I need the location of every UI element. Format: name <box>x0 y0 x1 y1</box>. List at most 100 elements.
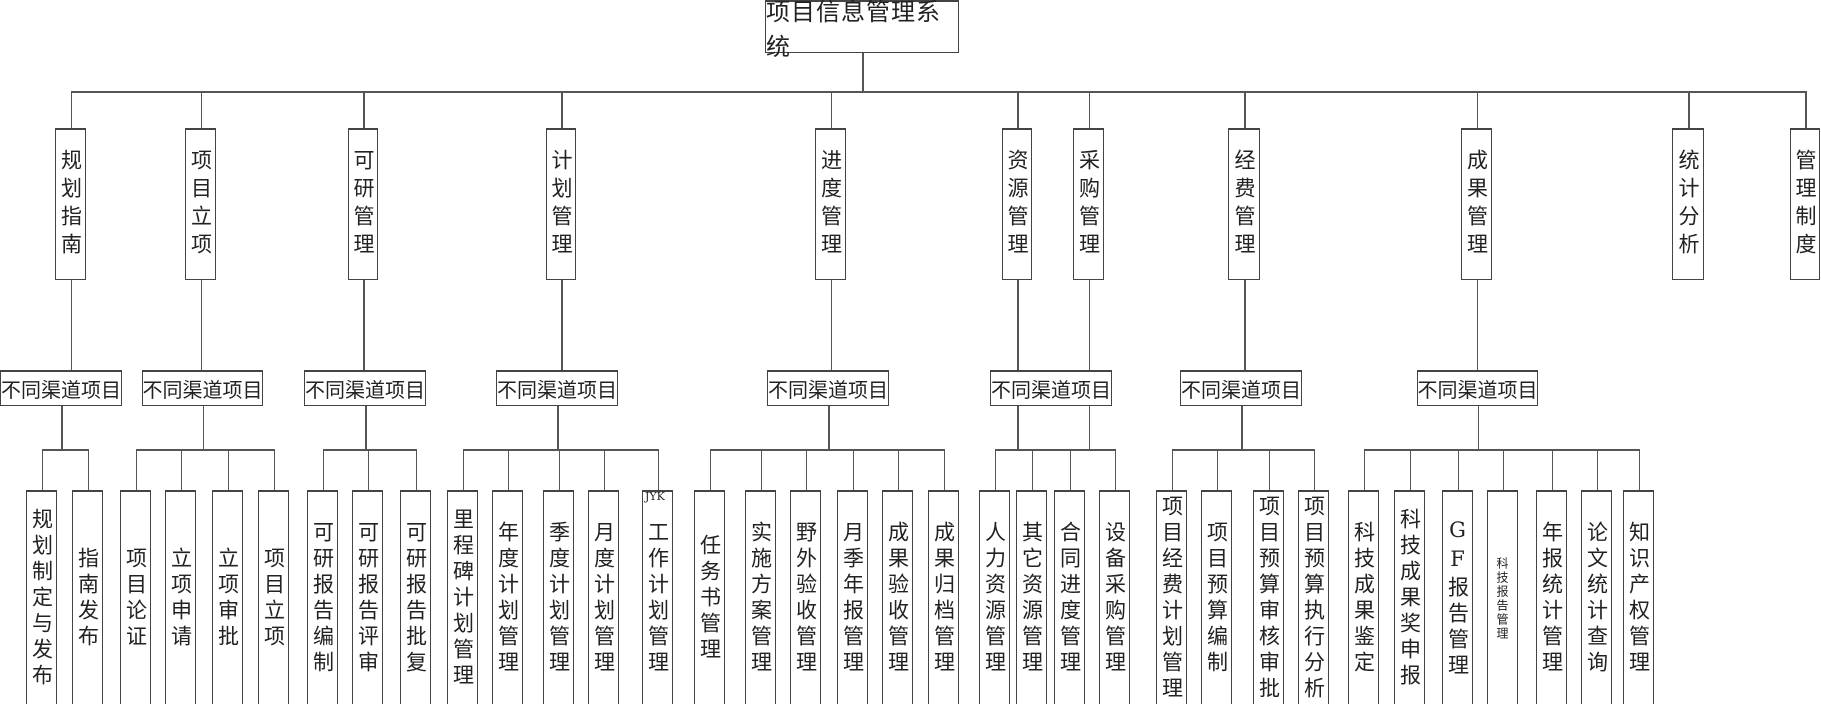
connector-line <box>1017 280 1019 449</box>
connector-line <box>561 280 563 370</box>
function-node[interactable]: 可研报告批复 <box>400 490 431 704</box>
function-node[interactable]: 野外验收管理 <box>790 490 821 704</box>
channel-node[interactable]: 不同渠道项目 <box>1180 370 1302 406</box>
connector-line <box>1216 449 1218 490</box>
function-label-wrap: 立项申请 <box>166 492 195 704</box>
connector-line <box>200 91 202 128</box>
function-node[interactable]: 指南发布 <box>72 490 103 704</box>
connector-line <box>1313 449 1315 490</box>
function-label-wrap: 实施方案管理 <box>746 492 775 704</box>
connector-line <box>1363 449 1365 490</box>
connector-line <box>828 406 830 449</box>
function-label: 论文统计查询 <box>1584 521 1609 677</box>
function-label: GF报告管理 <box>1445 518 1470 680</box>
function-node[interactable]: 项目预算编制 <box>1201 490 1232 704</box>
channel-node[interactable]: 不同渠道项目 <box>990 370 1112 406</box>
connector-line <box>180 449 182 490</box>
function-label-wrap: 年报统计管理 <box>1537 492 1566 704</box>
function-label: 工作计划管理 <box>645 521 670 677</box>
function-node[interactable]: 成果验收管理 <box>882 490 913 704</box>
function-label: 科技成果奖申报 <box>1397 508 1422 690</box>
function-label: 野外验收管理 <box>793 521 818 677</box>
function-label: 任务书管理 <box>697 534 722 664</box>
module-node[interactable]: 项目立项 <box>185 128 216 280</box>
function-node[interactable]: 项目立项 <box>258 490 289 704</box>
connector-line <box>363 91 365 128</box>
function-label-wrap: 项目预算执行分析 <box>1299 492 1328 704</box>
function-label: 成果验收管理 <box>885 521 910 677</box>
connector-line <box>1241 406 1243 449</box>
root-node[interactable]: 项目信息管理系统 <box>765 0 959 61</box>
connector-line <box>365 406 367 449</box>
function-node[interactable]: 科技成果奖申报 <box>1394 490 1425 704</box>
function-node[interactable]: 论文统计查询 <box>1581 490 1612 704</box>
connector-line <box>1031 449 1033 490</box>
function-node[interactable]: 项目经费计划管理 <box>1156 490 1187 704</box>
function-label-wrap: 野外验收管理 <box>791 492 820 704</box>
module-node[interactable]: 计划管理 <box>546 128 576 280</box>
function-label: 项目预算审核审批 <box>1256 495 1281 703</box>
function-node[interactable]: 月季年报管理 <box>837 490 868 704</box>
function-node[interactable]: 月度计划管理 <box>588 490 619 704</box>
module-label: 规划指南 <box>58 148 83 261</box>
module-node[interactable]: 进度管理 <box>815 128 846 280</box>
function-label: 月季年报管理 <box>840 521 865 677</box>
function-node[interactable]: 项目预算执行分析 <box>1298 490 1329 704</box>
function-node[interactable]: 科技报告管理 <box>1487 490 1518 704</box>
channel-node[interactable]: 不同渠道项目 <box>304 370 426 406</box>
channel-node[interactable]: 不同渠道项目 <box>1417 370 1538 406</box>
channel-label: 不同渠道项目 <box>1181 378 1301 402</box>
module-label: 可研管理 <box>351 148 375 261</box>
channel-node[interactable]: 不同渠道项目 <box>0 370 122 406</box>
function-node[interactable]: 成果归档管理 <box>928 490 959 704</box>
channel-node[interactable]: 不同渠道项目 <box>496 370 618 406</box>
module-node[interactable]: 管理制度 <box>1790 128 1820 280</box>
function-node[interactable]: 项目预算审核审批 <box>1253 490 1284 704</box>
module-node[interactable]: 成果管理 <box>1461 128 1492 280</box>
function-label-wrap: 工作计划管理 <box>643 492 672 704</box>
function-node[interactable]: 合同进度管理 <box>1054 490 1085 704</box>
module-node[interactable]: 采购管理 <box>1073 128 1104 280</box>
function-node[interactable]: 知识产权管理 <box>1623 490 1654 704</box>
function-node[interactable]: 科技成果鉴定 <box>1348 490 1379 704</box>
function-node[interactable]: 可研报告评审 <box>352 490 383 704</box>
function-label-wrap: 论文统计查询 <box>1582 492 1611 704</box>
module-node[interactable]: 可研管理 <box>348 128 378 280</box>
function-node[interactable]: 其它资源管理 <box>1016 490 1047 704</box>
channel-label: 不同渠道项目 <box>305 378 425 402</box>
function-label-wrap: 任务书管理 <box>695 492 724 704</box>
function-label-wrap: 科技报告管理 <box>1488 492 1517 704</box>
function-label: 项目预算编制 <box>1204 521 1229 677</box>
function-label-wrap: 季度计划管理 <box>544 492 573 704</box>
module-node[interactable]: 规划指南 <box>55 128 86 280</box>
module-node[interactable]: 统计分析 <box>1672 128 1704 280</box>
connector-line <box>1017 91 1019 128</box>
function-node[interactable]: 立项审批 <box>212 490 243 704</box>
channel-node[interactable]: 不同渠道项目 <box>767 370 889 406</box>
function-node[interactable]: 实施方案管理 <box>745 490 776 704</box>
connector-line <box>1805 91 1807 128</box>
connector-line <box>367 449 369 490</box>
function-node[interactable]: 规划制定与发布 <box>26 490 57 704</box>
function-node[interactable]: 可研报告编制 <box>307 490 338 704</box>
module-node[interactable]: 经费管理 <box>1228 128 1260 280</box>
function-node[interactable]: 年度计划管理 <box>492 490 523 704</box>
function-node[interactable]: 里程碑计划管理 <box>447 490 478 704</box>
function-node[interactable]: 项目论证 <box>120 490 151 704</box>
module-node[interactable]: 资源管理 <box>1002 128 1032 280</box>
connector-line <box>322 449 324 490</box>
module-label: 进度管理 <box>818 148 843 261</box>
connector-line <box>1244 91 1246 128</box>
function-node[interactable]: 季度计划管理 <box>543 490 574 704</box>
connector-line <box>830 91 832 128</box>
function-node[interactable]: 年报统计管理 <box>1536 490 1567 704</box>
function-node[interactable]: GF报告管理 <box>1442 490 1473 704</box>
function-node[interactable]: 设备采购管理 <box>1099 490 1130 704</box>
function-node[interactable]: 立项申请 <box>165 490 196 704</box>
connector-line <box>760 449 762 490</box>
function-node[interactable]: 人力资源管理 <box>979 490 1010 704</box>
connector-line <box>135 449 275 451</box>
function-node[interactable]: 任务书管理 <box>694 490 725 704</box>
channel-node[interactable]: 不同渠道项目 <box>142 370 263 406</box>
